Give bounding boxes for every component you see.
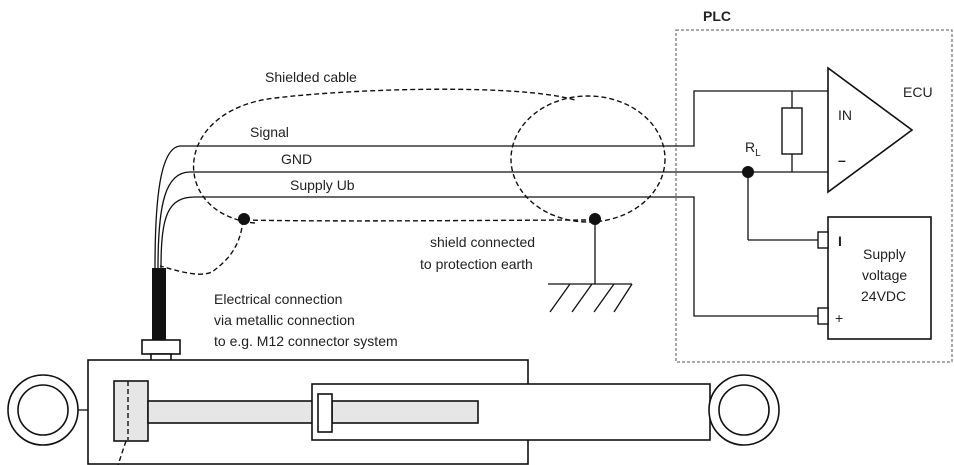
supply-ub-label: Supply Ub bbox=[290, 177, 355, 193]
gnd-label: GND bbox=[281, 151, 312, 167]
ecu-amplifier bbox=[827, 66, 914, 194]
shield-connection-dot-left bbox=[238, 213, 250, 225]
rl-label: RL bbox=[745, 139, 761, 159]
signal-wire bbox=[154, 90, 828, 269]
supply-terminal-plus bbox=[817, 307, 829, 325]
supply-wire bbox=[160, 196, 818, 317]
supply-voltage-line-2: voltage bbox=[862, 267, 907, 283]
left-eye-inner bbox=[17, 384, 69, 436]
shield-connection-dot-right bbox=[589, 213, 601, 225]
right-eye-inner bbox=[718, 384, 770, 436]
ecu-label: ECU bbox=[903, 84, 933, 100]
shielded-cable-label: Shielded cable bbox=[265, 69, 357, 85]
supply-voltage-line-3: 24VDC bbox=[861, 288, 906, 304]
ecu-minus-label: – bbox=[838, 152, 846, 168]
sensor-head bbox=[113, 380, 149, 442]
hydraulic-cylinder bbox=[7, 359, 780, 465]
load-resistor bbox=[781, 91, 803, 172]
supply-minus-label: I bbox=[838, 233, 842, 249]
protection-earth-symbol bbox=[548, 220, 633, 313]
sensor-rod-inner bbox=[331, 400, 479, 424]
cable-shield bbox=[159, 88, 666, 275]
connection-note-line-1: Electrical connection bbox=[214, 291, 342, 307]
ecu-in-label: IN bbox=[838, 107, 852, 123]
signal-label: Signal bbox=[250, 124, 289, 140]
gnd-wire bbox=[157, 171, 828, 269]
supply-plus-label: + bbox=[835, 310, 843, 326]
plc-boundary bbox=[675, 29, 953, 363]
supply-voltage-line-1: Supply bbox=[863, 246, 906, 262]
piston-front bbox=[317, 393, 333, 433]
shield-note-line-2: to protection earth bbox=[420, 256, 533, 272]
plc-label: PLC bbox=[703, 8, 731, 24]
m12-connector bbox=[141, 339, 181, 355]
supply-box bbox=[827, 216, 932, 340]
connection-note-line-3: to e.g. M12 connector system bbox=[214, 333, 398, 349]
shield-note-line-1: shield connected bbox=[430, 234, 535, 250]
cable-sleeve bbox=[152, 268, 166, 340]
supply-terminal-minus bbox=[817, 231, 829, 249]
connection-note-line-2: via metallic connection bbox=[214, 312, 355, 328]
